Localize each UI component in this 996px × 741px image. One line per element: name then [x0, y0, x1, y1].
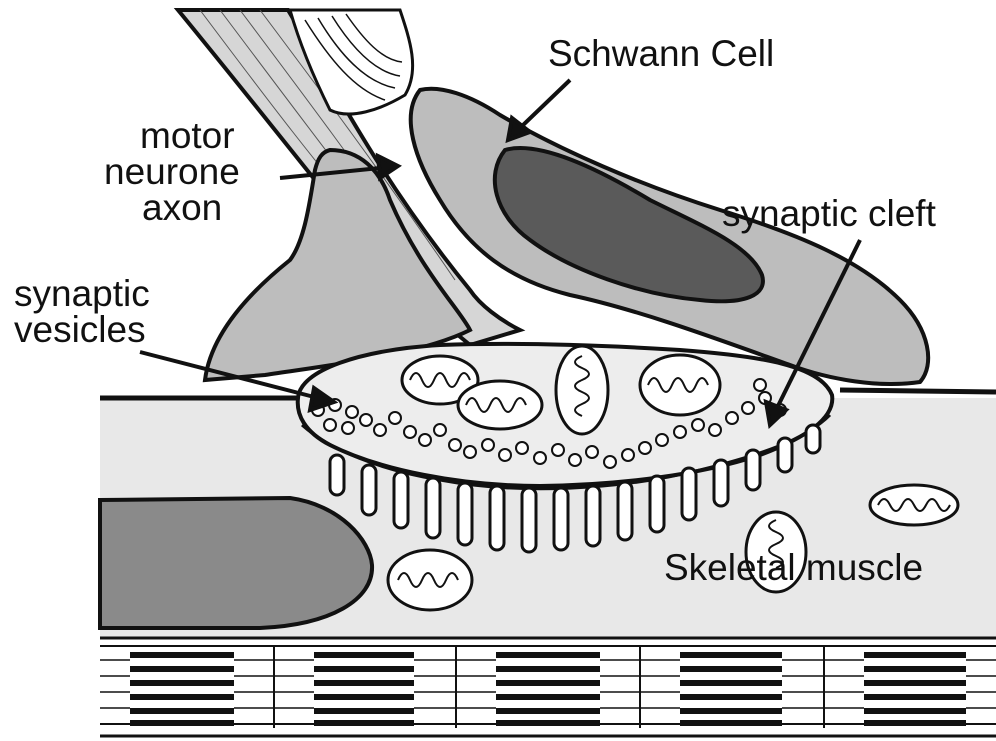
mitochondrion: [458, 381, 542, 429]
label-skeletal-muscle: Skeletal muscle: [664, 547, 923, 588]
label-schwann-cell: Schwann Cell: [548, 33, 774, 74]
myofibril: [100, 638, 996, 736]
a-band-2: [314, 650, 414, 730]
muscle-mitochondrion: [388, 550, 472, 610]
label-motor: motor: [140, 115, 235, 156]
a-band-5: [864, 650, 966, 730]
muscle-mitochondrion: [870, 485, 958, 525]
muscle-nucleus: [100, 498, 372, 628]
label-neurone: neurone: [104, 151, 240, 192]
muscle-membrane-top-right: [840, 390, 996, 392]
a-band-3: [496, 650, 600, 730]
a-band-4: [680, 650, 782, 730]
mitochondrion: [556, 346, 608, 434]
label-synaptic: synaptic: [14, 273, 150, 314]
label-synaptic-cleft: synaptic cleft: [722, 193, 937, 234]
mitochondrion: [640, 355, 720, 415]
label-vesicles: vesicles: [14, 309, 146, 350]
label-axon: axon: [142, 187, 222, 228]
a-band-1: [130, 650, 234, 730]
arrow-schwann-cell: [520, 80, 570, 128]
